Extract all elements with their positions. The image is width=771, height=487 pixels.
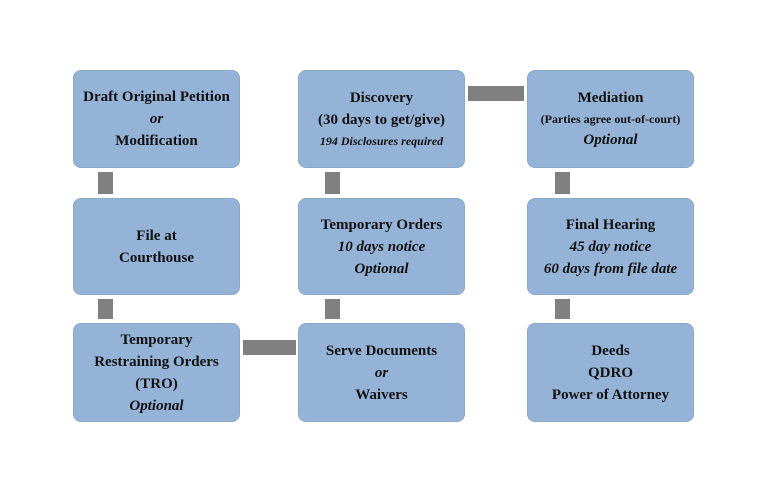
connector-petition-to-file [98,172,113,194]
final-hearing-file-date: 60 days from file date [543,260,678,277]
mediation-title: Mediation [577,90,644,106]
temporary-orders-title: Temporary Orders [320,216,443,233]
tro-optional: Optional [129,397,184,414]
mediation-box: Mediation (Parties agree out-of-court) O… [527,70,694,168]
temporary-orders-notice: 10 days notice [337,238,426,255]
file-courthouse-box: File at Courthouse [73,198,240,295]
discovery-title: Discovery [349,90,414,106]
draft-petition-modification: Modification [115,133,198,149]
serve-documents-title: Serve Documents [325,342,438,359]
connector-mediation-to-hearing [555,172,570,194]
discovery-disclosures: 194 Disclosures required [319,134,444,148]
final-hearing-notice: 45 day notice [569,238,652,255]
draft-petition-box: Draft Original Petition or Modification [73,70,240,168]
tro-box: Temporary Restraining Orders (TRO) Optio… [73,323,240,422]
connector-discovery-to-temp-orders [325,172,340,194]
temporary-orders-optional: Optional [354,260,409,277]
connector-hearing-to-deeds [555,299,570,319]
connector-temp-orders-to-serve [325,299,340,319]
deeds-line1: Deeds [591,342,630,359]
serve-documents-waivers: Waivers [355,386,408,403]
serve-documents-box: Serve Documents or Waivers [298,323,465,422]
draft-petition-title: Draft Original Petition [83,89,230,105]
draft-petition-or: or [149,111,164,127]
mediation-optional: Optional [583,132,638,148]
serve-documents-or: or [374,364,389,381]
connector-tro-to-serve [243,340,296,355]
deeds-power-of-attorney: Power of Attorney [551,386,670,403]
final-hearing-title: Final Hearing [565,216,656,233]
file-courthouse-line2: Courthouse [118,249,194,266]
temporary-orders-box: Temporary Orders 10 days notice Optional [298,198,465,295]
final-hearing-box: Final Hearing 45 day notice 60 days from… [527,198,694,295]
deeds-qdro: QDRO [588,364,633,381]
connector-discovery-to-mediation [468,86,524,101]
mediation-subtitle: (Parties agree out-of-court) [540,112,681,126]
discovery-days: (30 days to get/give) [317,112,446,128]
tro-line1: Temporary [120,331,193,348]
file-courthouse-line1: File at [136,227,177,244]
tro-line2: Restraining Orders [94,353,219,370]
tro-line3: (TRO) [135,375,178,392]
deeds-box: Deeds QDRO Power of Attorney [527,323,694,422]
connector-file-to-tro [98,299,113,319]
discovery-box: Discovery (30 days to get/give) 194 Disc… [298,70,465,168]
